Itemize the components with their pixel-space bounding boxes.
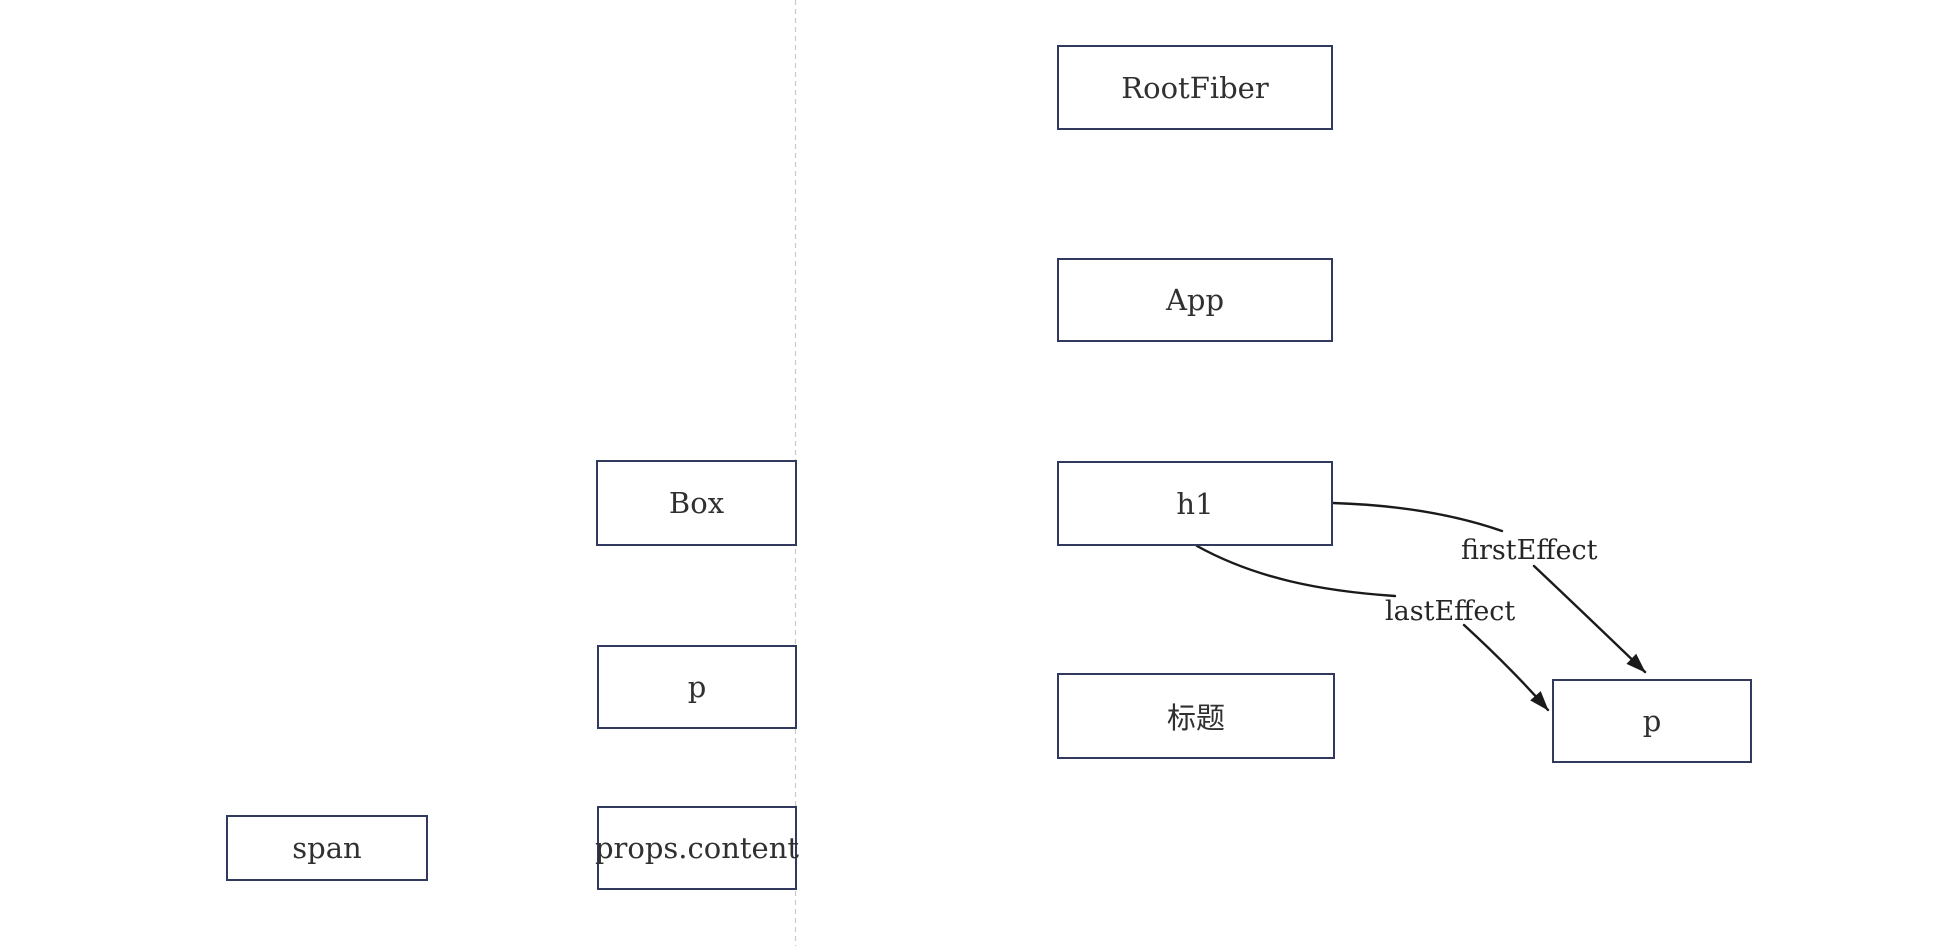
last-effect-source-curve [1195,544,1397,598]
last-effect-arrow [1462,623,1550,712]
node-p-effect-target: p [1552,679,1752,763]
node-props-content: props.content [595,806,799,890]
edge-label-last-effect: lastEffect [1385,596,1516,627]
first-effect-source-curve [1331,501,1504,533]
first-effect-arrow [1532,564,1647,674]
node-title: 标题 [1057,673,1335,759]
edge-label-first-effect: firstEffect [1461,535,1598,566]
node-p: p [597,645,797,729]
node-rootfiber: RootFiber [1057,45,1333,130]
node-span: span [226,815,428,881]
node-h1: h1 [1057,461,1333,546]
node-app: App [1057,258,1333,342]
node-box: Box [596,460,797,546]
